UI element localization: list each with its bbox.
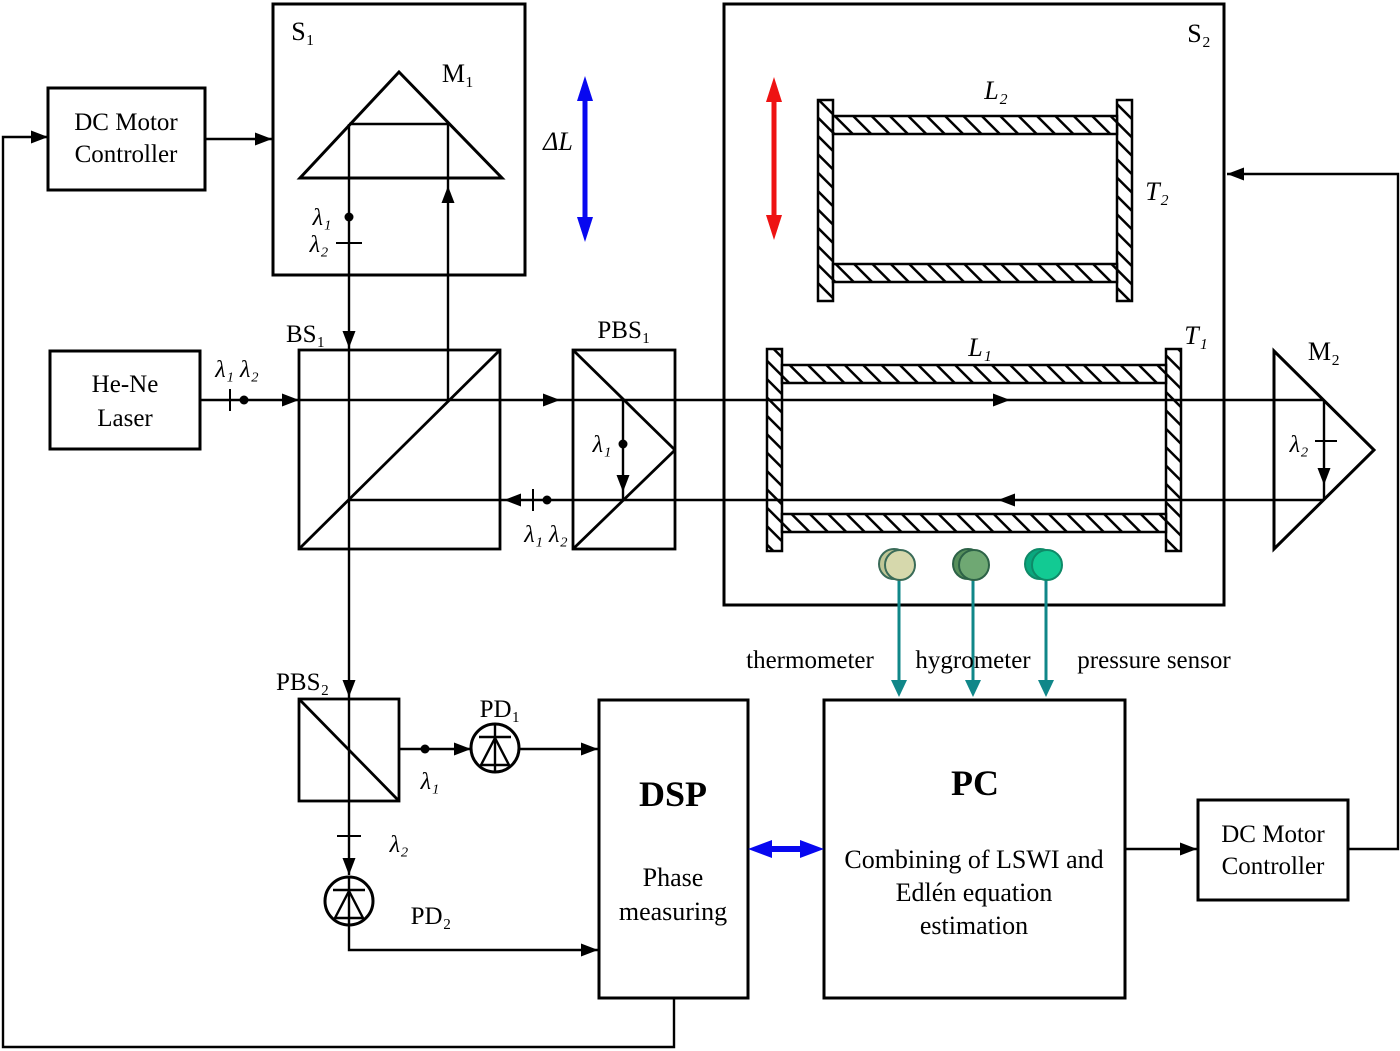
sensor-arrows xyxy=(891,680,1054,697)
delta-l-label: ΔL xyxy=(542,127,573,156)
wire-pd2-to-dsp xyxy=(347,925,598,952)
s1-lambda2-label: λ₂ xyxy=(309,232,329,258)
dc-right-line2: Controller xyxy=(1222,853,1325,880)
s2-stage-box xyxy=(722,2,1226,607)
l2-top-bar xyxy=(831,114,1119,136)
dot-pbs2-lambda1 xyxy=(420,744,430,754)
bs1-beam-splitter xyxy=(297,348,502,551)
arrow-up-to-m1 xyxy=(441,186,455,203)
t1-label: T₁ xyxy=(1184,321,1208,350)
arrow-into-pbs2 xyxy=(342,680,356,697)
m2-label: M₂ xyxy=(1308,337,1340,366)
bs1-label: BS₁ xyxy=(286,321,325,348)
pd2-photodetector xyxy=(323,875,375,927)
arrow-into-pd1 xyxy=(454,742,471,756)
l1-top-bar xyxy=(780,363,1168,385)
dsp-title: DSP xyxy=(639,774,707,814)
pbs1-lambda1-label: λ₁ xyxy=(592,432,612,458)
arrow-into-pd2 xyxy=(342,858,356,875)
l1-left-plate xyxy=(765,347,784,553)
dc-left-line1: DC Motor xyxy=(74,109,178,136)
polarization-dots xyxy=(239,212,628,754)
arrow-pd1-dsp xyxy=(581,742,598,756)
pc-line3: estimation xyxy=(920,911,1028,940)
l1-right-plate xyxy=(1164,347,1183,553)
pc-title: PC xyxy=(951,763,999,803)
arrow-into-s2 xyxy=(1227,167,1244,181)
pressure-sensor-icon xyxy=(1024,548,1063,581)
dc-right-line1: DC Motor xyxy=(1221,821,1325,848)
source-lambda-label: λ₁ λ₂ xyxy=(214,357,258,383)
s1-lambda1-label: λ₁ xyxy=(312,205,332,231)
he-ne-line1: He-Ne xyxy=(92,371,159,398)
l1-label: L₁ xyxy=(967,333,992,362)
he-ne-line2: Laser xyxy=(97,405,153,432)
arrow-pbs1-down xyxy=(616,475,630,492)
pc-line1: Combining of LSWI and xyxy=(844,845,1103,874)
pbs2-lambda1-label: λ₁ xyxy=(420,769,440,795)
thermometer-sensor-icon xyxy=(878,548,916,581)
m2-lambda2-label: λ₂ xyxy=(1289,432,1309,458)
dsp-pc-data-arrow xyxy=(748,840,824,858)
wire-dsp-feedback xyxy=(1,135,676,1049)
arrow-return-l1 xyxy=(998,493,1015,507)
wire-dc-right-to-s2 xyxy=(1227,172,1400,851)
sensor-stems xyxy=(897,578,1048,682)
hygrometer-label: hygrometer xyxy=(915,647,1031,674)
arrow-pd2-dsp xyxy=(581,943,598,957)
arrow-forward-l1 xyxy=(993,393,1010,407)
pd2-label: PD₂ xyxy=(411,903,452,930)
thermometer-label: thermometer xyxy=(746,647,874,674)
s2-motion-arrow xyxy=(766,77,782,240)
pbs2-label: PBS₂ xyxy=(276,669,329,696)
dc-motor-left-box xyxy=(46,86,207,192)
m1-label: M₁ xyxy=(442,59,474,88)
s2-label: S₂ xyxy=(1187,19,1211,48)
arrow-feedback-dc-left xyxy=(31,130,48,144)
dot-pbs1-lambda1 xyxy=(618,439,628,449)
dot-source xyxy=(239,395,249,405)
arrow-to-pbs1 xyxy=(543,393,560,407)
l2-label: L₂ xyxy=(983,76,1008,105)
l1-bottom-bar xyxy=(780,512,1168,534)
pd1-photodetector xyxy=(469,722,521,774)
dc-motor-right-box xyxy=(1196,798,1350,902)
dc-left-line2: Controller xyxy=(75,141,178,168)
dot-s1-lambda1 xyxy=(344,212,354,222)
t2-label: T₂ xyxy=(1145,177,1169,206)
arrow-into-bs1-top xyxy=(342,331,356,348)
arrow-return-bs1 xyxy=(504,493,521,507)
return-lambda-label: λ₁ λ₂ xyxy=(523,522,567,548)
dot-return xyxy=(542,495,552,505)
hygrometer-sensor-icon xyxy=(952,548,990,581)
he-ne-laser-box xyxy=(48,349,202,451)
dsp-line2: measuring xyxy=(619,897,727,926)
dsp-line1: Phase xyxy=(643,863,704,892)
pd1-label: PD₁ xyxy=(480,696,521,723)
arrowheads xyxy=(31,130,1331,957)
arrow-m2-down xyxy=(1317,468,1331,485)
polarization-ticks xyxy=(229,242,1337,837)
s1-label: S₁ xyxy=(291,17,315,46)
l2-tube-assembly xyxy=(816,98,1134,303)
l2-right-plate xyxy=(1115,98,1134,303)
pbs1-label: PBS₁ xyxy=(597,317,650,344)
arrow-pc-dc-right xyxy=(1180,842,1197,856)
pc-box xyxy=(822,698,1127,1000)
l2-bottom-bar xyxy=(831,262,1119,284)
arrow-into-bs1 xyxy=(282,393,299,407)
pbs2-lambda2-label: λ₂ xyxy=(389,832,409,858)
l2-left-plate xyxy=(816,98,835,303)
pc-line2: Edlén equation xyxy=(896,878,1053,907)
pressure-sensor-label: pressure sensor xyxy=(1077,647,1231,674)
arrow-dc-left-s1 xyxy=(255,132,272,146)
dsp-box xyxy=(597,698,750,1000)
delta-l-arrow xyxy=(577,76,593,242)
